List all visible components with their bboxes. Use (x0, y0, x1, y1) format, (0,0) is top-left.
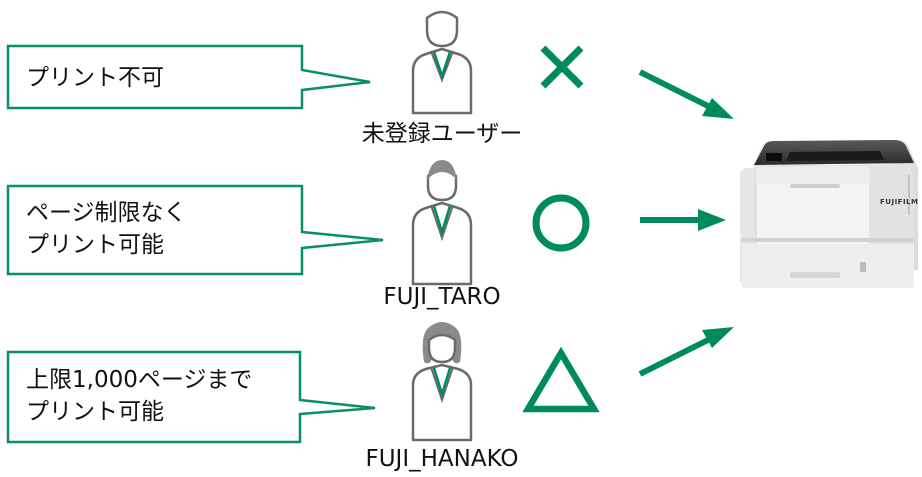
printer-brand: FUJIFILM (880, 198, 919, 206)
triangle-icon (522, 346, 600, 413)
speech-bubble-hanako (6, 350, 376, 444)
bubble-line: プリント可能 (26, 399, 164, 425)
bubble-text-unregistered: プリント不可 (26, 62, 164, 94)
arrow-icon-2 (640, 209, 726, 231)
user-name-unregistered: 未登録ユーザー (361, 121, 523, 147)
bubble-text-hanako: 上限1,000ページまで プリント可能 (26, 364, 252, 428)
speech-bubble-unregistered (6, 44, 371, 110)
arrow-icon-1 (638, 69, 734, 119)
user-name-taro: FUJI_TARO (383, 284, 501, 310)
bubble-line: 上限1,000ページまで (26, 367, 253, 393)
user-generic-icon (411, 10, 473, 115)
circle-icon (532, 194, 590, 252)
bubble-line: ページ制限なく (26, 200, 187, 226)
user-male-icon (411, 160, 473, 286)
printer-icon (740, 140, 918, 288)
bubble-text-taro: ページ制限なく プリント可能 (26, 197, 187, 261)
user-name-hanako: FUJI_HANAKO (365, 446, 519, 472)
bubble-line: プリント不可 (26, 65, 164, 91)
cross-icon (540, 45, 584, 89)
user-female-icon (411, 322, 473, 442)
arrow-icon-3 (638, 327, 734, 377)
bubble-line: プリント可能 (26, 232, 164, 258)
speech-bubble-taro (6, 184, 384, 276)
